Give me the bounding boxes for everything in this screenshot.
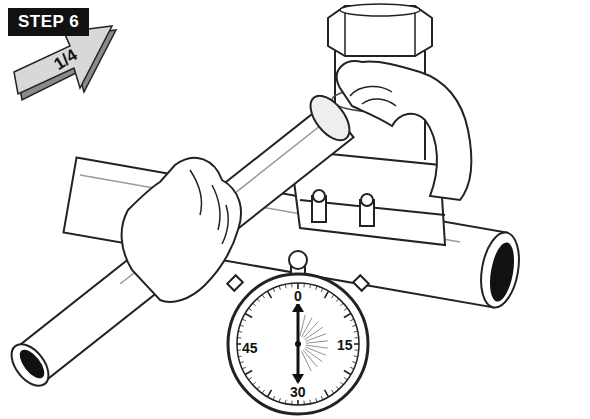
dial-tick [257,386,260,389]
dial-tick [242,367,246,369]
quarter-turn-arrow [14,26,116,100]
dial-tick [321,288,323,292]
dial-tick [350,319,354,321]
dial-tick [240,362,244,363]
dial-tick [332,295,334,298]
dial-tick [238,331,242,333]
dial-number: 0 [293,289,303,304]
dial-tick [268,291,272,298]
dial-tick [237,337,241,338]
dial-tick [344,308,347,310]
dial-tick [355,349,359,350]
dial-tick [340,303,343,306]
dial-tick [285,284,287,288]
dial-tick [279,398,280,402]
dial-tick [279,286,280,290]
step-heading: STEP 6 [8,8,89,36]
dial-tick [291,401,292,405]
dial-tick [325,390,329,397]
dial-tick [268,390,272,397]
dial-tick [336,299,339,302]
dial-tick [316,286,317,290]
dial-tick [344,378,347,380]
dial-tick [240,325,244,326]
dial-tick [249,378,252,380]
dial-tick [344,314,351,318]
dial-tick [303,283,304,287]
hands [122,61,472,302]
dial-tick [352,362,356,363]
sweep-line [306,341,328,343]
dial-tick [245,371,252,375]
sweep-line [306,345,328,348]
dial-tick [273,288,275,292]
sweep-line [305,327,323,339]
dial-tick [253,303,256,306]
dial-tick [316,398,317,402]
dial-tick [332,390,334,393]
dial-tick [257,299,260,302]
dial-tick [242,319,246,321]
dial-tick [303,401,304,405]
dial-tick [291,283,292,287]
dial-tick [354,355,358,357]
dial-tick [321,396,323,400]
dial-tick [249,308,252,310]
dial-number: 45 [241,341,259,356]
dial-tick [354,331,358,333]
stopwatch [227,251,369,414]
dial-tick [344,371,351,375]
dial-tick [350,367,354,369]
dial-tick [309,400,311,404]
dial-tick [245,314,252,318]
dial-tick [262,295,264,298]
dial-tick [309,284,311,288]
dial-tick [325,291,329,298]
dial-tick [355,337,359,338]
dial-tick [285,400,287,404]
dial-tick [262,390,264,393]
sweep-line [300,315,305,336]
dial-number: 30 [289,385,307,400]
sweep-line [306,334,327,342]
dial-tick [352,325,356,326]
sweep-line [305,347,325,355]
dial-tick [273,396,275,400]
dial-tick [253,382,256,385]
dial-tick [336,386,339,389]
dial-tick [340,382,343,385]
dial-number: 15 [336,338,354,353]
sweep-line [302,351,312,371]
